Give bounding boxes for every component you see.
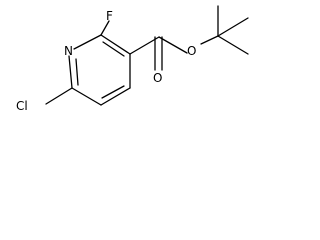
bond-tbutyl-methyl-1	[217, 35, 249, 55]
atom-nitrogen: N	[64, 44, 73, 58]
bond-c4-c5	[100, 87, 131, 106]
bond-c6-cl	[45, 87, 73, 105]
bond-c6-n	[68, 55, 73, 89]
double-bond-c2-c3	[102, 41, 125, 57]
atom-carbonyl-oxygen: O	[153, 71, 162, 85]
atom-chlorine: Cl	[16, 99, 28, 113]
atom-fluorine: F	[106, 9, 113, 23]
molecule-drawing: N F Cl O O	[16, 5, 249, 113]
structure-diagram: N F Cl O O	[0, 0, 276, 121]
bond-n-c2	[73, 34, 102, 50]
double-bond-c6-n	[75, 58, 79, 86]
bond-c5-c6	[71, 87, 102, 106]
bond-oxygen-tbutyl	[200, 35, 219, 45]
bond-carbonyl-oxygen	[158, 36, 188, 54]
bond-c3-carbonyl	[129, 36, 160, 55]
bond-c2-c3	[100, 34, 131, 55]
bond-c2-f	[100, 20, 110, 36]
atom-ester-oxygen: O	[187, 44, 196, 58]
bond-tbutyl-methyl-3	[217, 17, 249, 37]
double-bond-c4-c5	[101, 85, 125, 99]
